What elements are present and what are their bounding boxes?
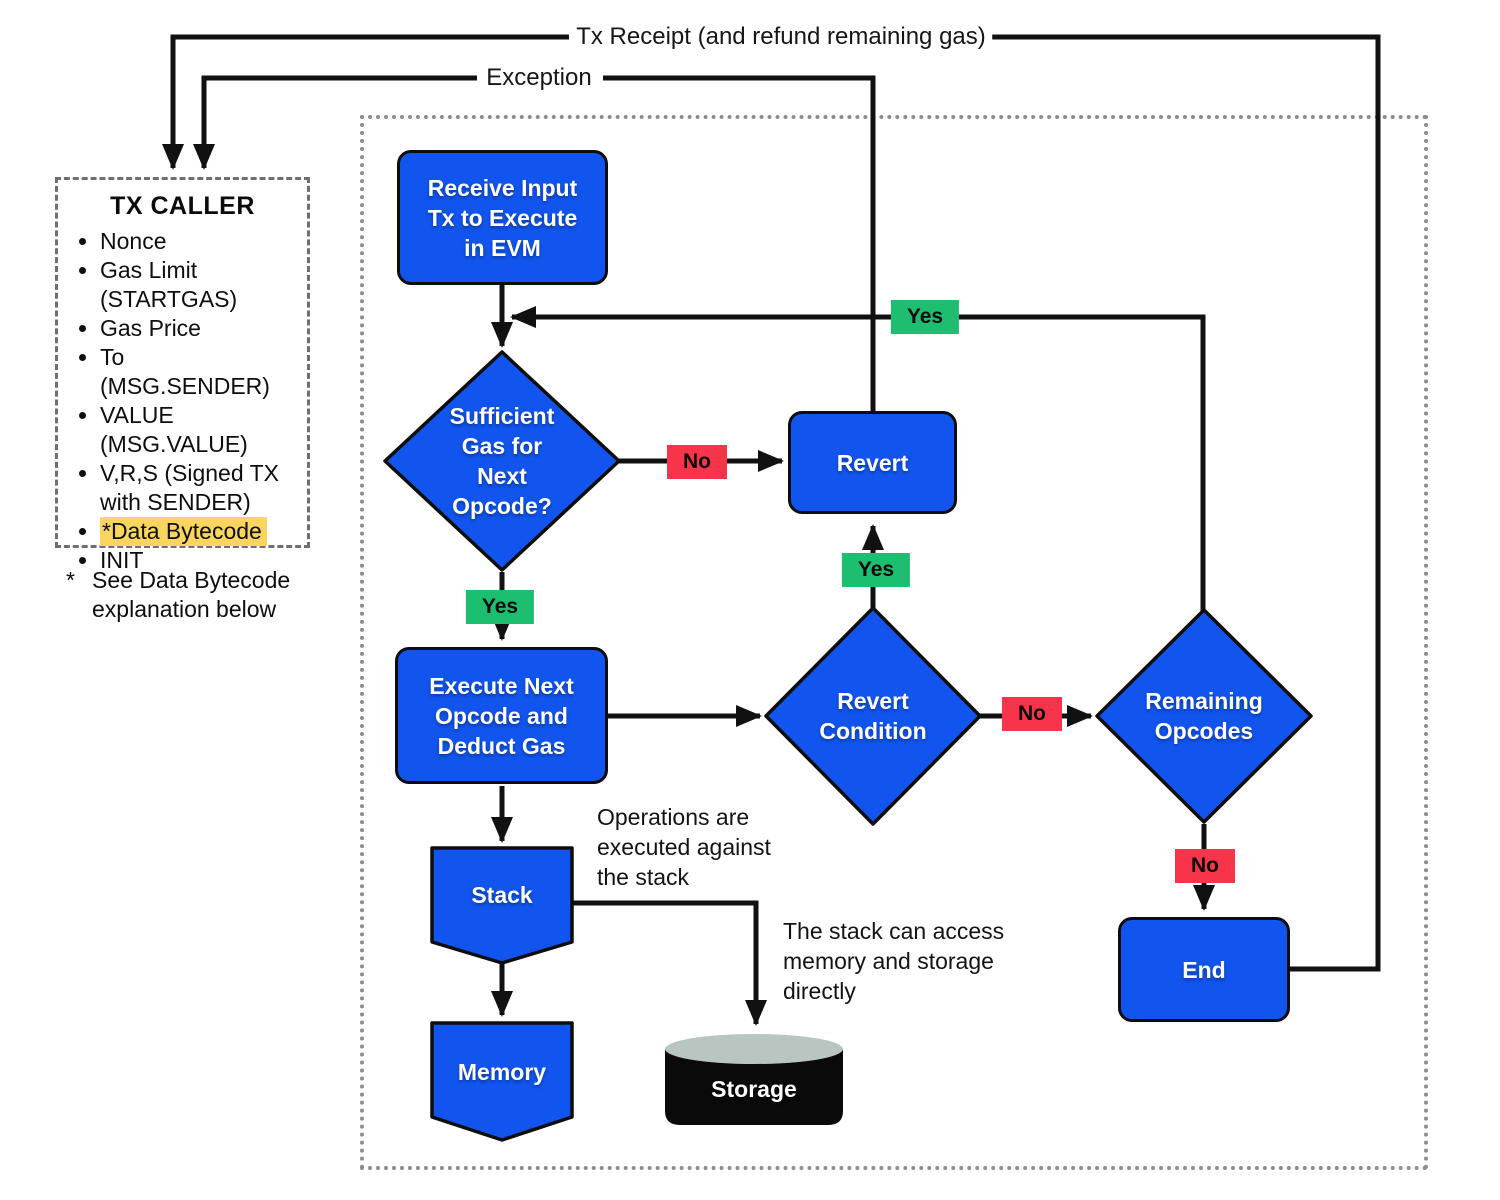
badge-yes-sufficient: Yes: [465, 590, 535, 624]
data-bytecode-highlight: *Data Bytecode: [100, 517, 267, 546]
node-receive-input: Receive Input Tx to Execute in EVM: [397, 150, 608, 285]
tx-caller-item: *Data Bytecode: [100, 517, 297, 546]
tx-caller-item: Gas Limit (STARTGAS): [100, 256, 297, 314]
tx-caller-item: VALUE (MSG.VALUE): [100, 401, 297, 459]
node-end: End: [1118, 917, 1290, 1022]
node-label: Deduct Gas: [437, 732, 566, 759]
evm-boundary-box: [360, 115, 1428, 1170]
badge-no-sufficient: No: [667, 445, 727, 479]
node-label: Opcode and: [435, 702, 568, 729]
node-label: Receive Input: [427, 174, 578, 201]
footnote-text: See Data Bytecode explanation below: [92, 567, 291, 622]
tx-caller-list: Nonce Gas Limit (STARTGAS) Gas Price To …: [58, 227, 307, 575]
tx-caller-item: Gas Price: [100, 314, 297, 343]
tx-caller-item: INIT: [100, 546, 297, 575]
footnote-marker: *: [66, 567, 75, 593]
annotation-stack-access: The stack can access memory and storage …: [783, 918, 1005, 1004]
node-label: Tx to Execute: [427, 204, 578, 231]
badge-no-revert-condition: No: [1002, 697, 1062, 731]
tx-caller-title: TX CALLER: [110, 192, 255, 220]
node-label: End: [1182, 956, 1226, 983]
badge-yes-revert-condition: Yes: [841, 553, 911, 587]
node-execute-opcode: Execute Next Opcode and Deduct Gas: [395, 647, 608, 784]
node-label: Execute Next: [429, 672, 574, 699]
tx-caller-panel: TX CALLER Nonce Gas Limit (STARTGAS) Gas…: [55, 177, 310, 573]
tx-caller-item: V,R,S (Signed TX with SENDER): [100, 459, 297, 517]
label-exception: Exception: [480, 64, 598, 92]
node-revert: Revert: [788, 411, 957, 514]
tx-caller-item: Nonce: [100, 227, 297, 256]
footnote: * See Data Bytecode explanation below: [66, 566, 316, 624]
node-label: in EVM: [464, 234, 541, 261]
label-tx-receipt: Tx Receipt (and refund remaining gas): [570, 23, 992, 51]
node-label: Revert: [836, 449, 909, 476]
annotation-stack-operations: Operations are executed against the stac…: [597, 804, 771, 890]
tx-caller-item: To (MSG.SENDER): [100, 343, 297, 401]
badge-no-remaining: No: [1175, 849, 1235, 883]
badge-yes-remaining-loop: Yes: [890, 300, 960, 334]
